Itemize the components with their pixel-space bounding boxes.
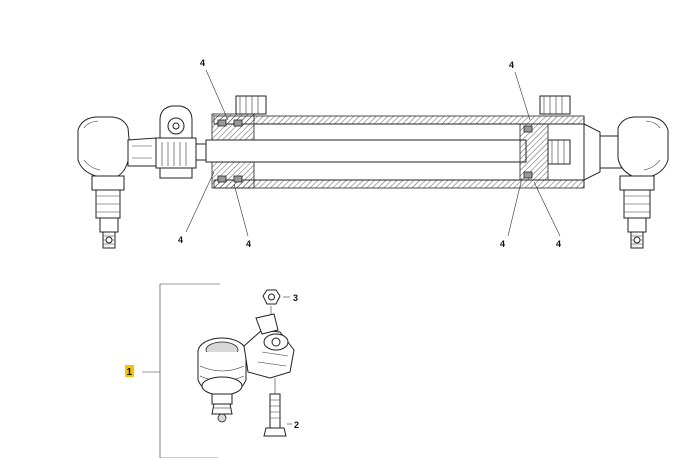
left-clevis-eye: [155, 105, 211, 179]
callout-4-bottom-2: 4: [246, 239, 251, 249]
left-tie-rod-end: [77, 116, 157, 249]
callout-4-bottom-1: 4: [178, 235, 183, 245]
callout-4-bottom-3: 4: [500, 239, 505, 249]
callout-3: 3: [293, 293, 298, 303]
right-port-fitting: [539, 95, 571, 115]
callout-4-bottom-4: 4: [556, 239, 561, 249]
right-tie-rod-end: [583, 116, 669, 249]
left-gland: [211, 113, 255, 189]
callout-2: 2: [294, 420, 299, 430]
clamp-arm: [243, 313, 295, 379]
callout-4-top-left: 4: [200, 58, 205, 68]
item-1-highlight: [125, 365, 134, 377]
item-bracket: [159, 283, 220, 458]
item-1-label: 1: [127, 367, 133, 378]
piston: [519, 123, 571, 181]
steering-cylinder-assembly: 4 4 4 4 4 4: [77, 58, 669, 249]
left-port-fitting: [235, 95, 267, 115]
callout-leaders: [185, 69, 561, 237]
ball-joint-housing: [197, 337, 247, 423]
bolt-part: [263, 378, 292, 437]
tie-rod-end-exploded: 1 3: [125, 283, 299, 458]
piston-rod: [205, 139, 527, 163]
callout-4-top-right: 4: [509, 60, 514, 70]
